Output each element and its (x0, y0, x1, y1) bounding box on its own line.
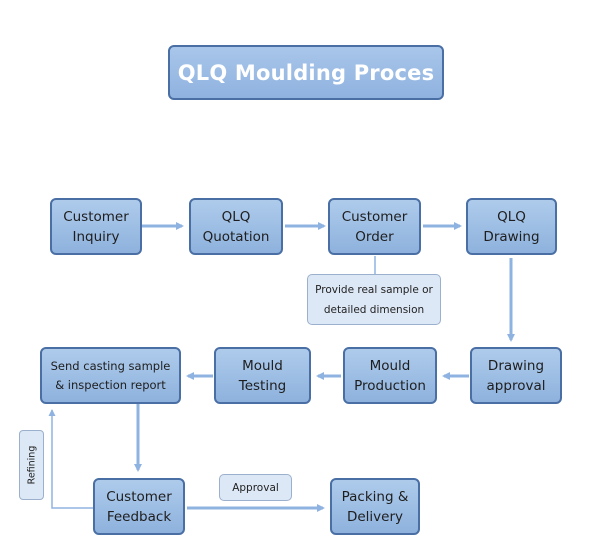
node-send-casting-sample: Send casting sample & inspection report (40, 347, 181, 404)
note-provide-sample: Provide real sample or detailed dimensio… (307, 274, 441, 325)
node-mould-production: Mould Production (343, 347, 437, 404)
node-customer-order: Customer Order (328, 198, 421, 255)
node-drawing-approval: Drawing approval (470, 347, 562, 404)
arrow-refining-loop (48, 409, 93, 509)
node-packing-delivery: Packing & Delivery (330, 478, 420, 535)
note-approval: Approval (219, 474, 292, 501)
diagram-title: QLQ Moulding Proces (168, 45, 444, 100)
node-customer-feedback: Customer Feedback (93, 478, 185, 535)
node-mould-testing: Mould Testing (214, 347, 311, 404)
note-refining: Refining (19, 430, 44, 500)
node-qlq-quotation: QLQ Quotation (189, 198, 283, 255)
node-customer-inquiry: Customer Inquiry (50, 198, 142, 255)
node-qlq-drawing: QLQ Drawing (466, 198, 557, 255)
note-refining-label: Refining (26, 445, 37, 485)
